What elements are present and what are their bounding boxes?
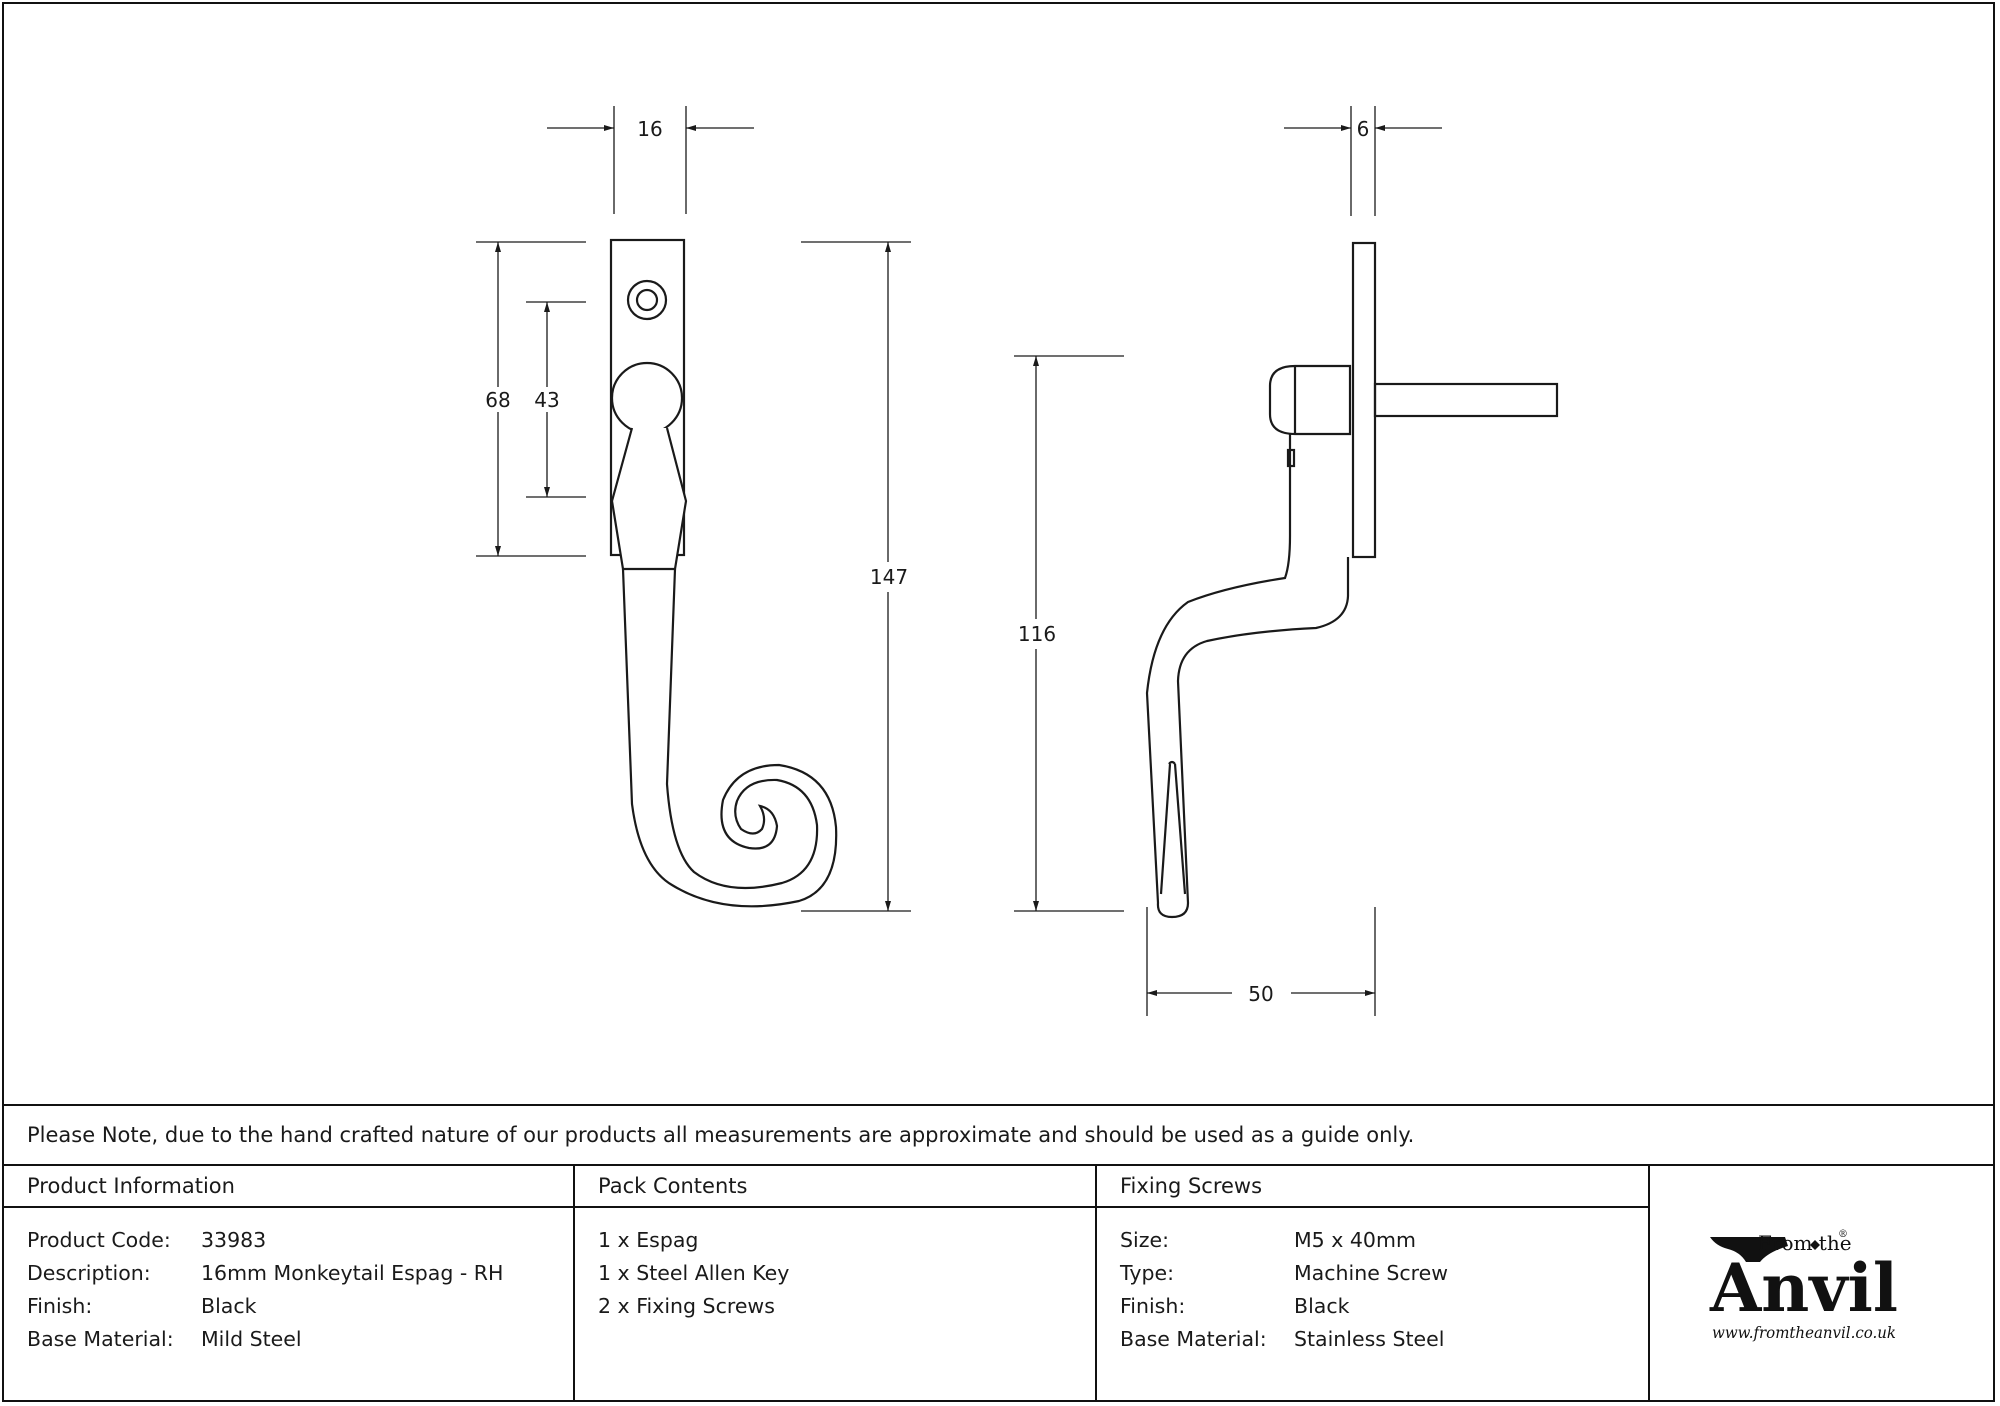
drawing-svg: 16 6 68 43 147 116 50 — [476, 106, 1559, 1016]
product-information-panel: Product Information Product Code: 33983 D… — [4, 1166, 575, 1400]
product-information-title: Product Information — [4, 1166, 573, 1208]
side-view — [1145, 241, 1559, 919]
row-label: Base Material: — [27, 1327, 174, 1351]
row-value: Mild Steel — [201, 1327, 302, 1351]
side-backplate — [1351, 241, 1377, 559]
dim-projection: 50 — [1248, 982, 1273, 1006]
monkeytail-handle — [621, 568, 838, 908]
top-screw-hole-outer — [626, 279, 668, 321]
screw-material-row: Base Material: Stainless Steel — [1120, 1323, 1648, 1356]
side-view-dimensions — [1014, 106, 1442, 1016]
list-item: 2 x Fixing Screws — [598, 1294, 775, 1318]
dim-side-depth: 6 — [1357, 117, 1370, 141]
fixing-screws-panel: Fixing Screws Size: M5 x 40mm Type: Machin… — [1097, 1166, 1650, 1400]
side-tip-detail — [1159, 760, 1187, 895]
dim-overall-height: 147 — [870, 565, 908, 589]
side-boss — [1268, 364, 1352, 436]
approximation-note: Please Note, due to the hand crafted nat… — [4, 1104, 1993, 1166]
finish-row: Finish: Black — [27, 1290, 573, 1323]
spindle-boss — [610, 361, 684, 435]
dim-hole-spacing: 43 — [534, 388, 559, 412]
screw-finish-row: Finish: Black — [1120, 1290, 1648, 1323]
row-value: Black — [201, 1294, 257, 1318]
handle-neck — [610, 427, 688, 571]
fixing-screws-title: Fixing Screws — [1097, 1166, 1648, 1208]
grub-screw-side — [1286, 448, 1296, 468]
row-label: Base Material: — [1120, 1327, 1267, 1351]
list-item: 1 x Steel Allen Key — [598, 1261, 790, 1285]
row-label: Size: — [1120, 1228, 1169, 1252]
spindle-bar — [1373, 382, 1559, 418]
row-value: 33983 — [201, 1228, 267, 1252]
logo-brand: Anvil — [1709, 1249, 1898, 1327]
row-label: Type: — [1120, 1261, 1174, 1285]
row-value: Machine Screw — [1294, 1261, 1448, 1285]
side-handle — [1145, 434, 1350, 919]
from-the-anvil-logo: From the ® Anvil www.fromtheanvil.co.uk — [1650, 1166, 1993, 1400]
row-value: Black — [1294, 1294, 1350, 1318]
diamond-icon — [1810, 1240, 1820, 1250]
row-value: M5 x 40mm — [1294, 1228, 1416, 1252]
pack-contents-title: Pack Contents — [575, 1166, 1095, 1208]
row-value: Stainless Steel — [1294, 1327, 1445, 1351]
top-screw-hole-inner — [635, 288, 659, 312]
dim-front-width: 16 — [637, 117, 662, 141]
row-label: Finish: — [27, 1294, 93, 1318]
info-panels: Product Information Product Code: 33983 D… — [4, 1166, 1993, 1400]
row-label: Product Code: — [27, 1228, 171, 1252]
dim-side-height: 116 — [1018, 622, 1056, 646]
row-label: Description: — [27, 1261, 151, 1285]
row-value: 16mm Monkeytail Espag - RH — [201, 1261, 504, 1285]
list-item: 1 x Espag — [598, 1228, 699, 1252]
anvil-icon — [1710, 1237, 1788, 1262]
dim-plate-height: 68 — [485, 388, 510, 412]
front-view — [609, 238, 838, 908]
logo-registered: ® — [1838, 1229, 1848, 1240]
drawing-area: 16 6 68 43 147 116 50 — [4, 4, 1993, 1104]
description-row: Description: 16mm Monkeytail Espag - RH — [27, 1257, 573, 1290]
product-code-row: Product Code: 33983 — [27, 1224, 573, 1257]
pack-contents-panel: Pack Contents 1 x Espag 1 x Steel Allen … — [575, 1166, 1097, 1400]
screw-size-row: Size: M5 x 40mm — [1120, 1224, 1648, 1257]
base-material-row: Base Material: Mild Steel — [27, 1323, 573, 1356]
row-label: Finish: — [1120, 1294, 1186, 1318]
logo-url: www.fromtheanvil.co.uk — [1712, 1323, 1896, 1342]
logo-from-the: From the — [1758, 1231, 1852, 1255]
screw-type-row: Type: Machine Screw — [1120, 1257, 1648, 1290]
front-view-dimensions — [476, 106, 911, 912]
